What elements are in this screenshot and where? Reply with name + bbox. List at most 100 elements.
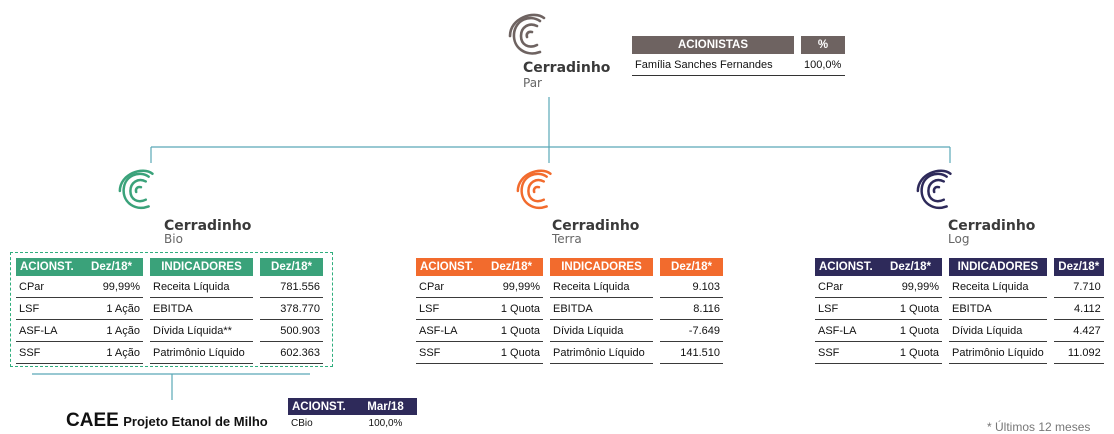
log-share: 1 Quota: [879, 298, 942, 320]
log-brand: Cerradinho: [948, 218, 1036, 234]
bio-highlight-frame: [10, 252, 333, 367]
bio-indicator: Dívida Líquida**: [150, 320, 253, 342]
caee-acionst-header: ACIONST.: [288, 398, 354, 415]
terra-indicator: EBITDA: [550, 298, 653, 320]
table-row: SSF 1 Quota Patrimônio Líquido 11.092: [815, 342, 1104, 364]
table-row: CPar 99,99% Receita Líquida 781.556: [16, 276, 323, 298]
cerradinho-par-logo: Cerradinho Par: [506, 12, 616, 92]
bio-share: 99,99%: [80, 276, 143, 298]
log-indicator: EBITDA: [949, 298, 1047, 320]
bio-brand: Cerradinho: [164, 218, 252, 234]
terra-share: 1 Quota: [480, 320, 543, 342]
cerradinho-logo-icon: [508, 13, 546, 55]
log-value: 11.092: [1053, 342, 1104, 364]
log-table: ACIONST. Dez/18* INDICADORES Dez/18* CPa…: [815, 258, 1104, 364]
log-value: 4.112: [1053, 298, 1104, 320]
footnote: * Últimos 12 meses: [987, 420, 1091, 434]
table-row: ASF-LA 1 Quota Dívida Líquida -7.649: [416, 320, 723, 342]
table-row: LSF 1 Quota EBITDA 4.112: [815, 298, 1104, 320]
par-brand: Cerradinho: [523, 60, 611, 76]
terra-holder: ASF-LA: [416, 320, 480, 342]
bio-holder: SSF: [16, 342, 80, 364]
log-holder: LSF: [815, 298, 879, 320]
bio-share: 1 Ação: [80, 298, 143, 320]
caee-title: CAEE: [66, 410, 119, 431]
bio-value: 602.363: [260, 342, 323, 364]
cerradinho-terra-logo: Cerradinho Terra: [514, 168, 639, 248]
table-row: ASF-LA 1 Ação Dívida Líquida** 500.903: [16, 320, 323, 342]
bio-value: 500.903: [260, 320, 323, 342]
caee-share: 100,0%: [368, 417, 403, 429]
log-indicator: Patrimônio Líquido: [949, 342, 1047, 364]
bio-share: 1 Ação: [80, 342, 143, 364]
percent-header: %: [801, 36, 845, 54]
terra-share: 1 Quota: [480, 342, 543, 364]
bio-indicator: EBITDA: [150, 298, 253, 320]
log-value: 4.427: [1053, 320, 1104, 342]
terra-value: 141.510: [660, 342, 723, 364]
bio-value: 781.556: [260, 276, 323, 298]
bio-indicator: Patrimônio Líquido: [150, 342, 253, 364]
table-row: ASF-LA 1 Quota Dívida Líquida 4.427: [815, 320, 1104, 342]
cerradinho-log-logo: Cerradinho Log: [914, 168, 1036, 248]
cerradinho-logo-icon: [118, 169, 154, 209]
cerradinho-bio-logo: Cerradinho Bio: [116, 168, 251, 248]
bio-value: 378.770: [260, 298, 323, 320]
table-row: SSF 1 Ação Patrimônio Líquido 602.363: [16, 342, 323, 364]
table-row: CPar 99,99% Receita Líquida 7.710: [815, 276, 1104, 298]
caee-holder: CBio: [291, 417, 313, 429]
caee-label: CAEE Projeto Etanol de Milho: [66, 410, 268, 432]
bio-holder: ASF-LA: [16, 320, 80, 342]
terra-holder: SSF: [416, 342, 480, 364]
terra-indicator: Dívida Líquida: [550, 320, 653, 342]
acionistas-header: ACIONISTAS: [632, 36, 794, 54]
log-share-date-header: Dez/18*: [879, 258, 942, 276]
bio-indicadores-header: INDICADORES: [150, 258, 253, 276]
bio-ind-date-header: Dez/18*: [260, 258, 323, 276]
log-acionst-header: ACIONST.: [815, 258, 879, 276]
log-holder: CPar: [815, 276, 879, 298]
log-share: 1 Quota: [879, 320, 942, 342]
table-row: LSF 1 Quota EBITDA 8.116: [416, 298, 723, 320]
log-value: 7.710: [1053, 276, 1104, 298]
terra-holder: LSF: [416, 298, 480, 320]
table-row: LSF 1 Ação EBITDA 378.770: [16, 298, 323, 320]
log-share: 99,99%: [879, 276, 942, 298]
bio-acionst-header: ACIONST.: [16, 258, 80, 276]
bio-share: 1 Ação: [80, 320, 143, 342]
cerradinho-logo-icon: [916, 169, 952, 209]
caee-date-header: Mar/18: [354, 398, 417, 415]
terra-acionst-header: ACIONST.: [416, 258, 480, 276]
terra-value: -7.649: [660, 320, 723, 342]
caee-table: ACIONST. Mar/18 CBio 100,0%: [288, 398, 417, 431]
table-row: Família Sanches Fernandes 100,0%: [632, 54, 845, 76]
log-indicator: Receita Líquida: [949, 276, 1047, 298]
table-row: CPar 99,99% Receita Líquida 9.103: [416, 276, 723, 298]
terra-indicator: Receita Líquida: [550, 276, 653, 298]
terra-share-date-header: Dez/18*: [480, 258, 543, 276]
log-indicator: Dívida Líquida: [949, 320, 1047, 342]
acionista-name: Família Sanches Fernandes: [632, 54, 794, 76]
terra-sub: Terra: [552, 232, 582, 246]
bio-holder: LSF: [16, 298, 80, 320]
terra-value: 9.103: [660, 276, 723, 298]
log-holder: ASF-LA: [815, 320, 879, 342]
table-row: CBio 100,0%: [288, 415, 417, 431]
terra-brand: Cerradinho: [552, 218, 640, 234]
terra-holder: CPar: [416, 276, 480, 298]
log-ind-date-header: Dez/18*: [1053, 258, 1104, 276]
cerradinho-logo-icon: [516, 169, 552, 209]
bio-sub: Bio: [164, 232, 183, 246]
terra-ind-date-header: Dez/18*: [660, 258, 723, 276]
bio-holder: CPar: [16, 276, 80, 298]
log-share: 1 Quota: [879, 342, 942, 364]
terra-share: 99,99%: [480, 276, 543, 298]
acionistas-table: ACIONISTAS % Família Sanches Fernandes 1…: [632, 36, 845, 76]
bio-share-date-header: Dez/18*: [80, 258, 143, 276]
terra-indicadores-header: INDICADORES: [550, 258, 653, 276]
log-holder: SSF: [815, 342, 879, 364]
table-row: SSF 1 Quota Patrimônio Líquido 141.510: [416, 342, 723, 364]
terra-share: 1 Quota: [480, 298, 543, 320]
bio-indicator: Receita Líquida: [150, 276, 253, 298]
